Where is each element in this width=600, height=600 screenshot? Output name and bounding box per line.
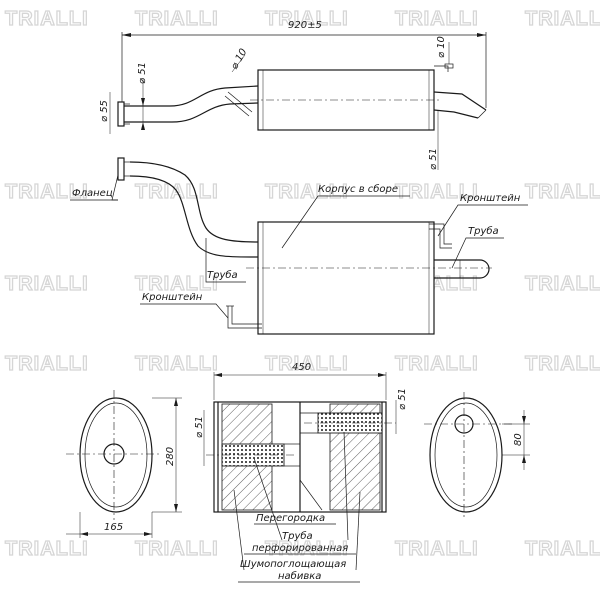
watermark: TRIALLI: [525, 538, 600, 560]
watermark: TRIALLI: [395, 538, 479, 560]
tail-diameter-dim: ⌀ 51: [428, 148, 439, 170]
watermark: TRIALLI: [395, 181, 479, 203]
body-width-dim: 165: [104, 522, 123, 533]
pipe-right-label: Труба: [468, 225, 499, 237]
top-view: 920±5 ⌀ 51 ⌀ 55 ⌀ 10: [99, 20, 487, 170]
watermark: TRIALLI: [135, 8, 219, 30]
watermark: TRIALLI: [525, 273, 600, 295]
side-view: Фланец Корпус в сборе Кронштейн Труба Тр…: [70, 157, 528, 335]
end-view-left: [79, 397, 153, 513]
partition-label: Перегородка: [256, 513, 325, 524]
bottom-views: 280 165 450 ⌀ 51 ⌀: [66, 362, 530, 583]
watermark: TRIALLI: [265, 8, 349, 30]
watermark: TRIALLI: [265, 353, 349, 375]
flange-side: [117, 157, 125, 181]
watermark: TRIALLI: [265, 181, 349, 203]
flange-top: [117, 101, 125, 127]
watermark: TRIALLI: [5, 181, 89, 203]
absorbing-fill-label-line2: набивка: [278, 570, 321, 582]
watermark: TRIALLI: [135, 273, 219, 295]
inner-left-diameter-dim: ⌀ 51: [194, 416, 205, 438]
outlet-offset-dim: 80: [513, 433, 524, 446]
watermark: TRIALLI: [5, 353, 89, 375]
inlet-diameter-dim: ⌀ 51: [137, 62, 148, 84]
watermark: TRIALLI: [5, 8, 89, 30]
bracket-front-diameter-dim: ⌀ 10: [229, 47, 249, 71]
watermark: TRIALLI: [135, 538, 219, 560]
bracket-rear-diameter-dim: ⌀ 10: [436, 36, 447, 58]
watermark: TRIALLI: [5, 273, 89, 295]
perforated-pipe-upper: [317, 412, 383, 434]
watermark: TRIALLI: [525, 181, 600, 203]
pipe-left-label: Труба: [207, 269, 238, 281]
watermark: TRIALLI: [525, 353, 600, 375]
watermark: TRIALLI: [135, 353, 219, 375]
overall-length-dim: 920±5: [288, 20, 322, 31]
body-assembly-label: Корпус в сборе: [318, 183, 398, 195]
muffler-body-side: [257, 221, 435, 335]
body-height-dim: 280: [165, 447, 176, 466]
flange-diameter-dim: ⌀ 55: [99, 100, 110, 122]
perforated-pipe-label-line1: Труба: [282, 530, 313, 542]
watermark: TRIALLI: [525, 8, 600, 30]
watermark: TRIALLI: [265, 538, 349, 560]
watermark: TRIALLI: [395, 353, 479, 375]
inner-right-diameter-dim: ⌀ 51: [397, 388, 408, 410]
watermark: TRIALLI: [5, 538, 89, 560]
absorbing-fill-label-line1: Шумопоглощающая: [240, 559, 346, 570]
bracket-right-label: Кронштейн: [460, 193, 521, 204]
flange-label: Фланец: [72, 188, 113, 199]
perforated-pipe-label-line2: перфорированная: [252, 543, 348, 554]
body-length-dim: 450: [292, 362, 311, 373]
watermark: TRIALLI: [395, 8, 479, 30]
bracket-left-label: Кронштейн: [142, 292, 203, 303]
